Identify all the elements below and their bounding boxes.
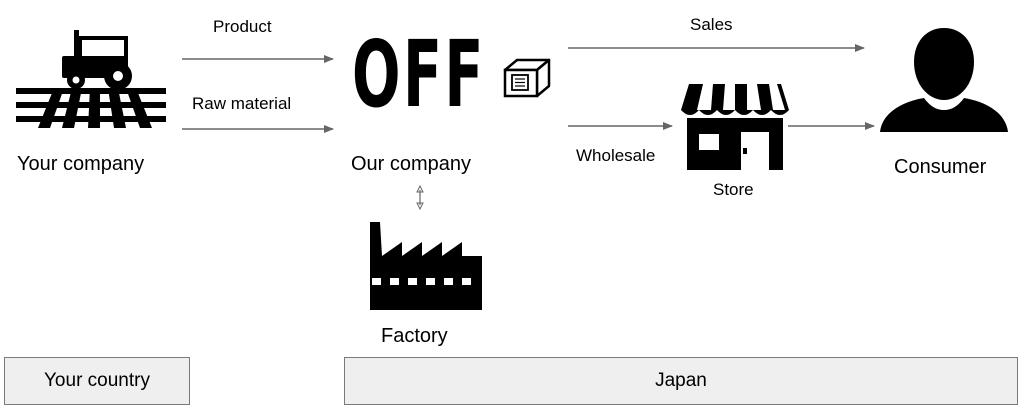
region-your-country-label: Your country bbox=[44, 370, 150, 391]
node-consumer-label: Consumer bbox=[894, 156, 987, 178]
tractor-field-icon bbox=[16, 30, 166, 128]
consumer-icon bbox=[880, 28, 1008, 132]
edge-label-wholesale: Wholesale bbox=[576, 146, 656, 165]
factory-icon bbox=[370, 222, 482, 310]
off-logo: OFF bbox=[352, 21, 486, 128]
package-icon bbox=[503, 58, 551, 98]
node-store-label: Store bbox=[713, 180, 754, 199]
edge-label-raw-material: Raw material bbox=[192, 94, 292, 113]
region-your-country: Your country bbox=[4, 357, 190, 405]
region-japan: Japan bbox=[344, 357, 1018, 405]
edge-label-sales: Sales bbox=[690, 15, 733, 34]
store-icon bbox=[681, 84, 789, 170]
arrow-company-factory bbox=[416, 184, 424, 211]
node-our-company-label: Our company bbox=[351, 153, 472, 175]
edge-label-product: Product bbox=[213, 17, 272, 36]
node-your-company-label: Your company bbox=[17, 153, 145, 175]
region-japan-label: Japan bbox=[655, 370, 707, 391]
node-factory-label: Factory bbox=[381, 325, 448, 347]
